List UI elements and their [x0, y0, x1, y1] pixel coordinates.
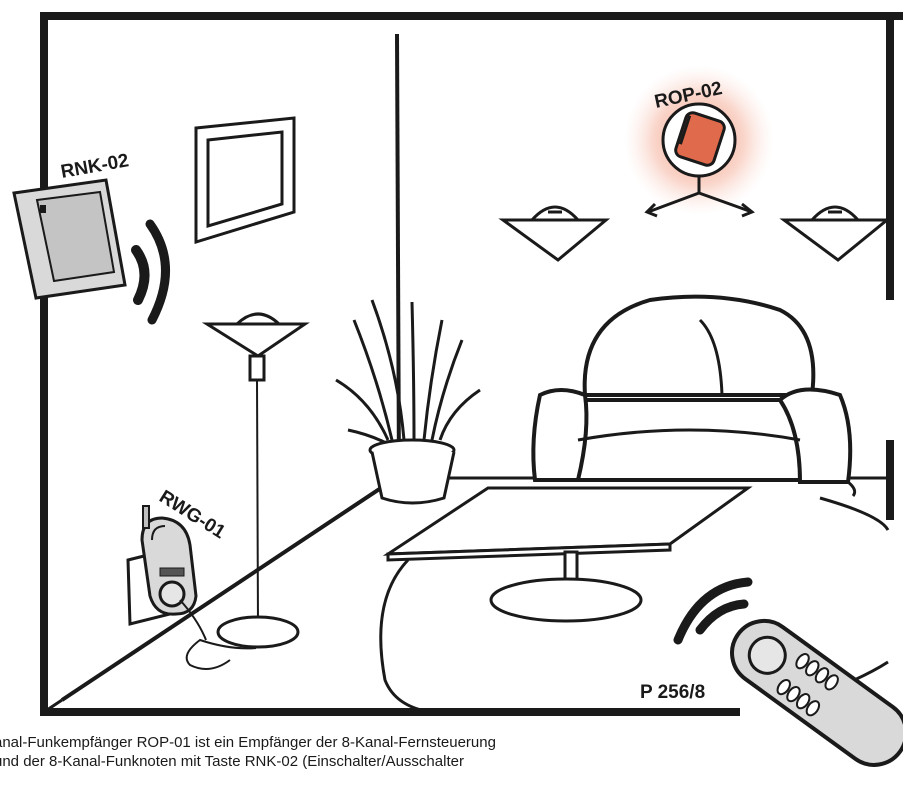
caption-line-2: und der 8-Kanal-Funknoten mit Taste RNK-…	[0, 752, 903, 771]
caption-line-1: anal-Funkempfänger ROP-01 ist ein Empfän…	[0, 733, 903, 752]
ceiling-light-left-icon	[503, 207, 606, 260]
caption: anal-Funkempfänger ROP-01 ist ein Empfän…	[0, 733, 903, 793]
armchair-icon	[533, 297, 854, 496]
floor-lamp-icon	[187, 314, 305, 669]
radio-waves-icon	[136, 224, 166, 320]
wall-picture-icon	[196, 118, 294, 242]
remote-label: P 256/8	[640, 682, 705, 703]
plant-icon	[336, 300, 480, 503]
remote-waves-icon	[678, 582, 748, 640]
rnk-02-wall-switch-icon	[14, 180, 125, 298]
rnk-02-label: RNK-02	[59, 150, 130, 183]
table-icon	[388, 488, 748, 621]
ceiling-light-right-icon	[784, 207, 887, 260]
